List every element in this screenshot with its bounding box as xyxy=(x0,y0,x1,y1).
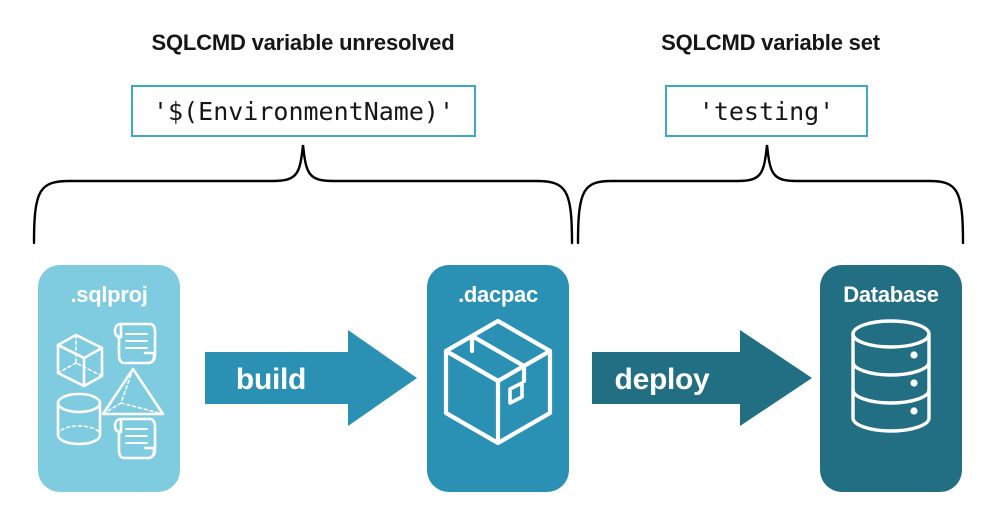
stage-box-sqlproj: .sqlproj xyxy=(38,265,180,492)
arrow-build-label: build xyxy=(236,363,306,396)
cylinder-icon xyxy=(56,392,102,446)
section-heading-set: SQLCMD variable set xyxy=(661,30,880,55)
dacpac-artwork xyxy=(427,317,569,449)
cube-icon xyxy=(56,333,104,388)
stage-label-database: Database xyxy=(843,282,939,307)
arrow-build-shape xyxy=(205,330,417,426)
sqlproj-artwork xyxy=(38,317,180,467)
code-value-box-unresolved: '$(EnvironmentName)' xyxy=(131,85,476,137)
package-box-icon xyxy=(443,318,553,446)
scroll-icon-bottom xyxy=(113,417,157,460)
stage-box-dacpac: .dacpac xyxy=(427,265,569,492)
sqlproj-icon-group xyxy=(56,322,165,460)
brace-left xyxy=(32,144,574,245)
code-value-text-set: 'testing' xyxy=(698,96,835,126)
arrow-deploy-label: deploy xyxy=(615,363,710,396)
brace-right xyxy=(576,144,965,245)
section-heading-unresolved: SQLCMD variable unresolved xyxy=(151,30,455,55)
pyramid-icon xyxy=(101,367,165,416)
stage-label-dacpac: .dacpac xyxy=(458,282,538,307)
database-cylinder-icon xyxy=(851,319,931,433)
db-dot-3 xyxy=(910,407,918,415)
db-dot-2 xyxy=(910,379,918,387)
scroll-icon-top xyxy=(113,322,157,365)
arrow-deploy-shape xyxy=(592,330,812,426)
arrow-build: build xyxy=(205,330,417,426)
db-dot-1 xyxy=(910,351,918,359)
code-value-text-unresolved: '$(EnvironmentName)' xyxy=(152,96,455,126)
stage-box-database: Database xyxy=(820,265,962,492)
stage-label-sqlproj: .sqlproj xyxy=(70,282,148,307)
database-artwork xyxy=(820,317,962,435)
code-value-box-set: 'testing' xyxy=(665,85,868,137)
arrow-deploy: deploy xyxy=(592,330,812,426)
